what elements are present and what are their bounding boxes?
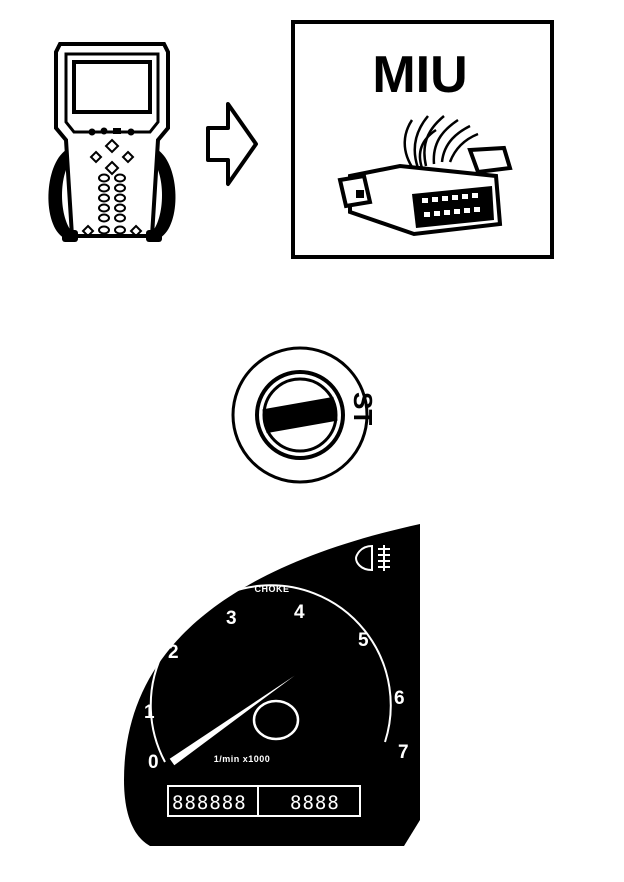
cluster-housing <box>124 524 420 846</box>
tick-label-0: 0 <box>148 752 159 773</box>
tick-label-6: 6 <box>394 688 405 709</box>
scan-tool-function-keys <box>88 127 135 136</box>
tach-unit-label: 1/min x1000 <box>214 754 271 764</box>
scan-tool-screen <box>72 60 152 114</box>
odometer-right-readout: 8888 <box>290 792 340 814</box>
instrument-cluster: 0 1 2 3 4 5 6 7 CHOKE 1/min x1000 888888… <box>124 524 420 846</box>
tach-scale-arc <box>149 584 392 763</box>
tach-needle <box>169 675 295 766</box>
tick-label-7: 7 <box>398 742 409 763</box>
miu-wire-bundle <box>403 115 479 171</box>
scan-tool-right-handle <box>150 150 176 238</box>
tick-label-4: 4 <box>294 602 305 623</box>
odometer-left-readout: 888888 <box>172 792 247 814</box>
key-slot <box>262 396 338 434</box>
miu-box: MIU <box>291 20 554 259</box>
choke-label: CHOKE <box>254 584 289 594</box>
miu-title: MIU <box>372 46 467 104</box>
odometer-display: 888888 8888 <box>167 785 361 817</box>
headlight-indicator-icon <box>354 544 390 572</box>
tick-label-3: 3 <box>226 608 237 629</box>
needle-hub <box>252 699 300 741</box>
miu-obd-connector <box>337 145 513 237</box>
tick-label-5: 5 <box>358 630 369 651</box>
ignition-position-label: ST <box>348 392 378 425</box>
scan-tool-right-clip <box>146 230 162 242</box>
tick-label-1: 1 <box>144 702 155 723</box>
tach-tick-labels: 0 1 2 3 4 5 6 7 <box>144 602 409 773</box>
scan-tool-left-clip <box>62 230 78 242</box>
ignition-switch: ST <box>231 346 378 484</box>
scan-tool-left-handle <box>48 150 74 238</box>
tick-label-2: 2 <box>168 642 179 663</box>
arrow-right-icon <box>206 102 258 186</box>
scan-tool-keypad <box>81 138 143 238</box>
scan-tool-illustration <box>48 42 176 242</box>
